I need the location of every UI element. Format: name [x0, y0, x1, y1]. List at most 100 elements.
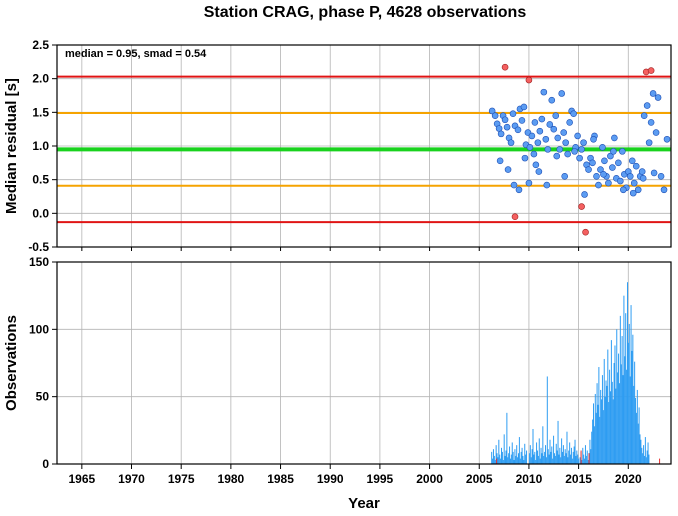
- outlier-point: [582, 228, 589, 236]
- normal-point: [593, 173, 600, 180]
- count-bar: [568, 450, 570, 464]
- normal-point: [590, 135, 597, 143]
- normal-point: [634, 186, 642, 194]
- count-bar: [549, 439, 551, 464]
- top-reference-lines: [57, 75, 671, 224]
- normal-point: [660, 186, 668, 194]
- y-tick-label: 1.5: [32, 105, 49, 119]
- count-bar: [501, 451, 503, 464]
- count-bar: [587, 459, 589, 464]
- count-bar: [573, 446, 575, 464]
- normal-point: [497, 130, 505, 138]
- normal-point: [574, 132, 581, 140]
- normal-point: [540, 88, 548, 96]
- outlier-count-bar: [588, 453, 590, 464]
- top-points: [488, 63, 671, 236]
- count-bar: [566, 431, 568, 464]
- normal-point: [576, 154, 583, 162]
- normal-point: [571, 148, 578, 155]
- normal-point: [534, 139, 542, 146]
- normal-point: [535, 168, 543, 175]
- count-bar: [595, 412, 597, 464]
- normal-point: [599, 144, 606, 151]
- count-bar: [509, 458, 511, 464]
- count-bar: [534, 451, 536, 464]
- x-tick-label: 1970: [118, 472, 145, 486]
- count-bar: [575, 455, 577, 464]
- count-bar: [600, 389, 602, 464]
- count-bar: [515, 455, 517, 464]
- outlier-point: [578, 203, 585, 210]
- count-bar: [624, 356, 626, 464]
- count-bar: [602, 410, 604, 464]
- count-bar: [610, 340, 612, 464]
- count-bar: [630, 305, 632, 464]
- y-tick-label: 1.0: [32, 139, 49, 153]
- count-bar: [535, 459, 537, 464]
- y-tick-label: 150: [29, 255, 49, 269]
- count-bar: [582, 447, 584, 464]
- normal-point: [578, 146, 585, 153]
- count-bar: [522, 455, 524, 464]
- count-bar: [493, 455, 495, 464]
- count-bar: [646, 450, 648, 464]
- normal-point: [548, 96, 556, 104]
- normal-point: [609, 164, 616, 171]
- normal-point: [645, 139, 653, 146]
- count-bar: [638, 407, 640, 464]
- count-bar: [574, 439, 576, 464]
- normal-point: [560, 129, 567, 136]
- normal-point: [554, 134, 562, 142]
- count-bar: [531, 449, 533, 464]
- bottom-plot-frame: [56, 261, 672, 465]
- count-bar: [517, 457, 519, 464]
- normal-point: [491, 112, 499, 119]
- count-bar: [599, 416, 601, 464]
- count-bar: [633, 385, 635, 464]
- count-bar: [508, 453, 510, 464]
- normal-point: [552, 112, 560, 119]
- count-bar: [547, 449, 549, 464]
- normal-point: [601, 157, 608, 165]
- count-bar: [519, 458, 521, 464]
- count-bar: [499, 454, 501, 464]
- normal-point: [632, 162, 640, 170]
- top-ylabel: Median residual [s]: [3, 78, 20, 214]
- normal-point: [650, 169, 658, 177]
- normal-point: [558, 90, 566, 97]
- normal-point: [615, 159, 622, 167]
- count-bar: [516, 445, 518, 464]
- count-bar: [540, 447, 542, 464]
- count-bar: [625, 313, 627, 464]
- count-bar: [618, 383, 620, 464]
- count-bar: [608, 402, 610, 464]
- normal-point: [525, 179, 533, 187]
- count-bar: [578, 458, 580, 464]
- count-bar: [627, 342, 629, 464]
- count-bar: [544, 451, 546, 464]
- normal-point: [542, 135, 550, 143]
- normal-point: [649, 90, 657, 97]
- count-bar: [536, 450, 538, 464]
- normal-point: [581, 191, 588, 198]
- count-bar: [597, 404, 599, 464]
- normal-point: [640, 112, 648, 119]
- count-bar: [567, 457, 569, 464]
- normal-point: [564, 150, 571, 158]
- count-bar: [491, 451, 493, 464]
- y-tick-label: 50: [36, 390, 50, 404]
- y-tick-label: 100: [29, 322, 49, 336]
- count-bar: [632, 334, 634, 464]
- normal-point: [528, 132, 536, 140]
- count-bar: [631, 350, 633, 464]
- count-bar: [570, 447, 572, 464]
- count-bar: [637, 423, 639, 464]
- count-bar: [541, 453, 543, 464]
- normal-point: [600, 170, 607, 178]
- x-tick-label: 1965: [68, 472, 95, 486]
- normal-point: [546, 121, 554, 128]
- normal-point: [629, 189, 637, 197]
- count-bar: [542, 426, 544, 464]
- normal-point: [550, 125, 558, 133]
- top-grid: [57, 44, 671, 248]
